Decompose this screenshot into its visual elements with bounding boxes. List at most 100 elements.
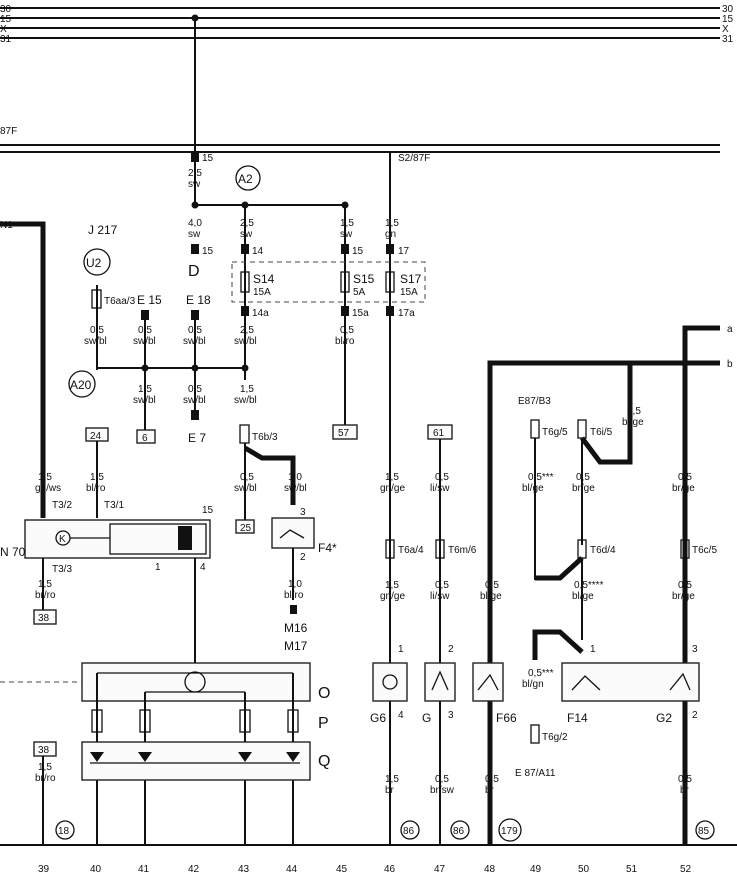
ground-ref: 18: [58, 826, 70, 837]
wire-size: 2,5: [240, 325, 254, 336]
column-number: 44: [286, 864, 298, 875]
component-g: G: [422, 711, 431, 725]
component-g6: G6: [370, 711, 386, 725]
component-f4: F4*: [318, 541, 337, 555]
component-f66: F66: [496, 711, 517, 725]
ref-label: 38: [38, 745, 50, 756]
ref-box-57: [332, 424, 358, 440]
wire-color: sw/bl: [284, 483, 307, 494]
wire-size: 0,5: [627, 406, 641, 417]
column-number: 41: [138, 864, 150, 875]
ref-label: 24: [90, 431, 102, 442]
unit-o: [81, 662, 311, 702]
pin-label: 2: [300, 552, 306, 563]
switch-f4: [271, 517, 315, 549]
s2-label: S2/87F: [398, 153, 430, 164]
column-number: 50: [578, 864, 590, 875]
fuse-box: [231, 261, 426, 303]
fuse-s15: S15: [353, 272, 375, 286]
pin-label: 1: [590, 644, 596, 655]
wire-size: 1,5: [385, 774, 399, 785]
column-number: 40: [90, 864, 102, 875]
wire-size: 0,5: [485, 774, 499, 785]
wire-color: bl/ro: [86, 483, 106, 494]
component-n70: N 70: [0, 545, 26, 559]
column-numbers: 39 40 41 42 43 44 45 46 47 48 49 50 51 5…: [38, 864, 692, 875]
component-m17: M17: [284, 639, 308, 653]
wire-size: 1,5: [340, 218, 354, 229]
pin-label: 2: [448, 644, 454, 655]
ground-ref: 86: [453, 826, 465, 837]
fuse-out-pin: 15a: [352, 308, 369, 319]
pin-label: 3: [300, 507, 306, 518]
wire-color: gn/ge: [380, 483, 405, 494]
column-number: 51: [626, 864, 638, 875]
component-e7: E 7: [188, 431, 206, 445]
rail-label-left-15: 15: [0, 14, 12, 25]
wire-color: gn/ge: [380, 591, 405, 602]
connector-label: T6c/5: [692, 545, 717, 556]
wire-color: bl/ge: [622, 417, 644, 428]
ref-label: 6: [142, 433, 148, 444]
ref-label: 61: [433, 428, 445, 439]
wire-size: 0,5: [485, 580, 499, 591]
ref-box-38-lower: [33, 741, 57, 757]
wire-size: 0,5: [435, 774, 449, 785]
connector-label: T3/2: [52, 500, 72, 511]
fuse-s17: S17: [400, 272, 422, 286]
wire-size: 4,0: [188, 218, 202, 229]
wire-size: 1,5: [385, 472, 399, 483]
connector-label: T6g/5: [542, 427, 568, 438]
component-p: P: [318, 715, 329, 732]
wire-size: 0,5: [188, 325, 202, 336]
rail-label-left-30: 30: [0, 4, 12, 15]
wire-color: br/sw: [430, 785, 455, 796]
component-g2: G2: [656, 711, 672, 725]
wire-size: 0,5: [678, 472, 692, 483]
wire-size: 1,5: [90, 472, 104, 483]
wire-pin: 15: [202, 246, 214, 257]
wire-size: 1,5: [38, 472, 52, 483]
wire-color: gn/ws: [35, 483, 61, 494]
a20-circle: [68, 370, 96, 398]
wire-color: li/sw: [430, 483, 450, 494]
wire-size: 0,5: [188, 384, 202, 395]
pin-label: 3: [692, 644, 698, 655]
component-d: D: [188, 263, 200, 280]
ref-label: 38: [38, 613, 50, 624]
wire-size: 0,5****: [574, 580, 604, 591]
pin-label: 15: [202, 505, 214, 516]
column-number: 52: [680, 864, 692, 875]
column-number: 49: [530, 864, 542, 875]
component-q: Q: [318, 753, 330, 770]
rail-label-87f: 87F: [0, 126, 17, 137]
connector-label: T3/1: [104, 500, 124, 511]
wire-size: 2,5: [188, 168, 202, 179]
j217-label: J 217: [88, 223, 118, 237]
column-number: 43: [238, 864, 250, 875]
connector-pin: [191, 152, 199, 162]
wire-size: 1,5: [385, 580, 399, 591]
column-number: 48: [484, 864, 496, 875]
rail-label-x: X: [722, 24, 729, 35]
wire-size: 1,0: [288, 472, 302, 483]
connector-label: T6a/4: [398, 545, 424, 556]
rail-label-left-31: 31: [0, 34, 12, 45]
fuse-in-pin: 14: [252, 246, 264, 257]
wire-color: li/sw: [430, 591, 450, 602]
ref-box-6: [136, 429, 156, 444]
rail-label-30: 30: [722, 4, 734, 15]
connector-label: T3/3: [52, 564, 72, 575]
wire-pin: 15: [202, 153, 214, 164]
a2-label: A2: [238, 172, 253, 186]
a2-circle: [235, 165, 261, 191]
wire-size: 1,5: [385, 218, 399, 229]
wire-color: sw/bl: [234, 395, 257, 406]
connector-label: T6g/2: [542, 732, 568, 743]
component-e18: E 18: [186, 293, 211, 307]
fuse-rating: 15A: [400, 287, 418, 298]
wire-color: bl/ge: [522, 483, 544, 494]
connector-label: T6d/4: [590, 545, 616, 556]
wire-size: 0,5: [435, 580, 449, 591]
